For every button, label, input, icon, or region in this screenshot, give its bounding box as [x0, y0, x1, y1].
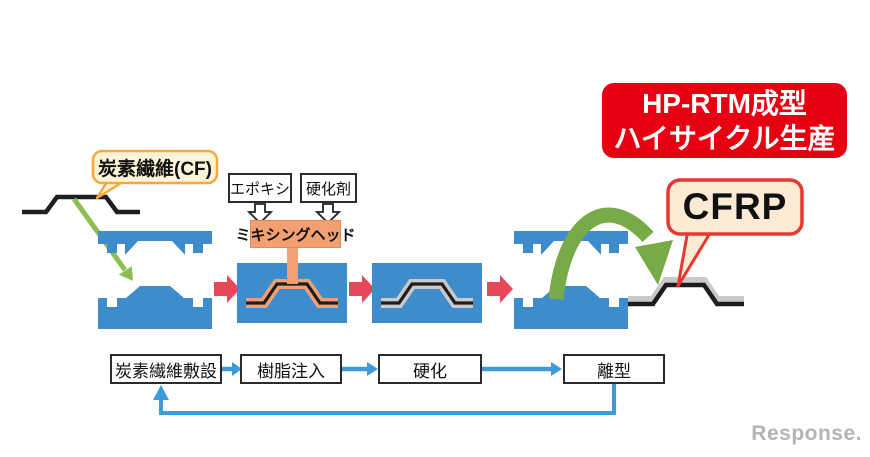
- carbon-fiber-sheet: [22, 194, 140, 215]
- hardener-feed-arrow: [314, 203, 342, 225]
- flow-arrow-3-head: [551, 362, 562, 376]
- hp-rtm-banner: HP-RTM成型 ハイサイクル生産: [602, 83, 847, 158]
- epoxy-box: エポキシ: [228, 173, 292, 203]
- banner-line-1: HP-RTM成型: [642, 87, 807, 119]
- mold-4-top-half: [514, 231, 628, 255]
- process-arrow-3: [487, 275, 513, 303]
- demold-arc-arrow: [548, 207, 654, 300]
- flow-arrow-1-head: [232, 362, 242, 376]
- mixing-head-stem: [287, 246, 298, 284]
- step-box-fiber-laying: 炭素繊維敷設: [110, 354, 222, 384]
- step-box-curing: 硬化: [378, 354, 482, 384]
- step-box-demolding: 離型: [563, 354, 665, 384]
- mold-2-closed: [237, 246, 347, 323]
- flow-arrow-2-head: [367, 362, 378, 376]
- step-box-resin-injection: 樹脂注入: [240, 354, 342, 384]
- flow-arrows: [153, 362, 616, 415]
- carbon-fiber-bubble: [91, 149, 219, 200]
- cfrp-bubble-box: [666, 178, 804, 236]
- cfrp-part-gray-layer: [628, 277, 744, 304]
- cfrp-bubble: [666, 178, 804, 288]
- banner-line-2: ハイサイクル生産: [613, 122, 836, 154]
- mold-1-top-half: [98, 231, 212, 255]
- mold-4-open: [514, 231, 628, 329]
- cfrp-part: [628, 277, 744, 307]
- cfrp-part-outline: [628, 282, 744, 307]
- process-arrow-1: [214, 275, 240, 303]
- process-arrow-2: [349, 275, 375, 303]
- mold-4-bottom-half: [514, 286, 628, 329]
- carbon-fiber-label: 炭素繊維(CF): [98, 158, 212, 180]
- mold-3-body: [372, 263, 482, 323]
- insert-arrow-head: [118, 266, 133, 281]
- feedback-loop-head: [153, 385, 169, 400]
- mixing-head-box: ミキシングヘッド: [236, 220, 356, 248]
- carbon-fiber-bubble-box: [91, 149, 219, 185]
- mold-1-bottom-half: [98, 286, 212, 329]
- cfrp-label: CFRP: [682, 186, 788, 227]
- demold-arc-arrow-head: [635, 240, 673, 285]
- mold-3-closed: [372, 263, 482, 323]
- hardener-box: 硬化剤: [300, 173, 357, 203]
- response-watermark: Response.: [751, 422, 862, 445]
- epoxy-feed-arrow: [246, 203, 274, 225]
- mold-1-open: [98, 231, 212, 329]
- feedback-loop-line: [159, 384, 616, 415]
- carbon-fiber-core-3: [381, 282, 473, 305]
